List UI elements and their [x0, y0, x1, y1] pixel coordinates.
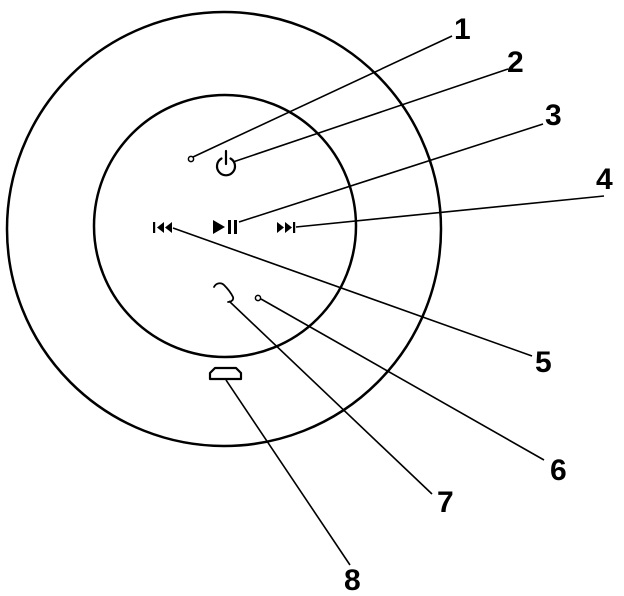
leader-lines: [172, 35, 605, 566]
leader-line-6: [260, 298, 545, 461]
callout-number-7: 7: [437, 486, 454, 519]
callout-number-4: 4: [596, 163, 613, 196]
leader-line-7: [228, 300, 433, 495]
callout-number-2: 2: [507, 46, 524, 79]
callout-number-8: 8: [344, 564, 361, 596]
leader-line-3: [238, 123, 544, 223]
callout-number-1: 1: [454, 13, 471, 46]
leader-line-4: [295, 195, 605, 228]
microphone-hole-icon: [254, 294, 262, 302]
leader-line-8: [225, 379, 351, 566]
micro-usb-port-icon: [208, 366, 243, 381]
phone-call-icon: [213, 282, 235, 303]
control-panel-ring: [92, 93, 358, 359]
power-icon: [215, 149, 237, 177]
play-pause-icon: [213, 220, 237, 234]
previous-track-icon: [153, 222, 172, 233]
indicator-led-icon: [187, 155, 195, 163]
callout-number-6: 6: [550, 454, 567, 487]
leader-line-2: [232, 68, 509, 163]
leader-line-1: [192, 35, 453, 158]
next-track-icon: [277, 222, 296, 233]
leader-line-5: [172, 227, 533, 357]
outer-housing-ring: [5, 10, 443, 448]
callout-number-3: 3: [545, 99, 562, 132]
callout-number-5: 5: [535, 346, 552, 379]
